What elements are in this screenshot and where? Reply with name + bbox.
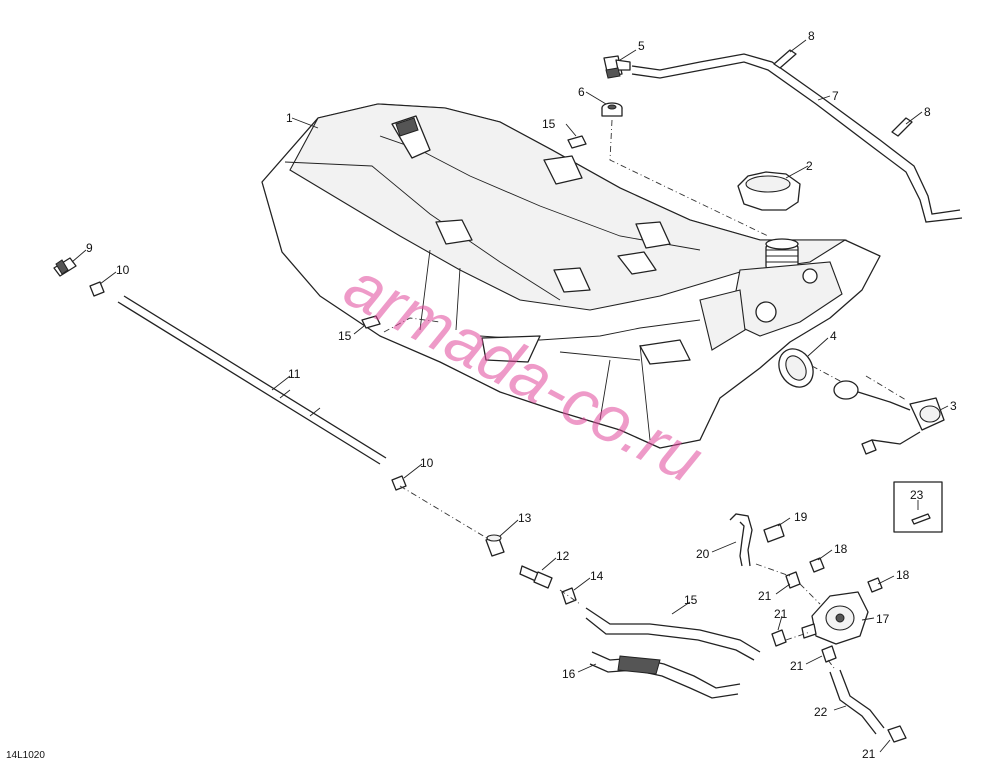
label-7: 7	[832, 89, 839, 103]
label-15b: 15	[338, 329, 352, 343]
label-21b: 21	[774, 607, 788, 621]
fuel-cap	[737, 171, 801, 211]
fuel-hose-15	[585, 607, 761, 661]
hose-22	[829, 669, 885, 735]
hose-clip-8b	[891, 117, 913, 137]
label-14: 14	[590, 569, 604, 583]
fitting-12	[519, 565, 553, 589]
label-8a: 8	[808, 29, 815, 43]
nut-18a	[809, 557, 825, 573]
clamp-10b	[391, 475, 407, 491]
clamp-21b	[771, 629, 787, 647]
lock-ring-4	[778, 348, 814, 388]
part-number-labels: 1 2 3 4 5 6 7 8 8 9 10 10 11 12 13 14 15…	[86, 29, 957, 761]
label-15c: 15	[684, 593, 698, 607]
label-1: 1	[286, 111, 293, 125]
drain-tube-11	[117, 295, 387, 465]
label-23: 23	[910, 488, 924, 502]
label-12: 12	[556, 549, 570, 563]
vent-fitting	[603, 55, 631, 79]
clamp-21d	[887, 725, 907, 743]
clamp-14	[561, 587, 577, 605]
label-21a: 21	[758, 589, 772, 603]
clip-15a	[567, 135, 587, 149]
label-3: 3	[950, 399, 957, 413]
cap-19	[763, 523, 785, 543]
clamp-10a	[89, 281, 105, 297]
label-19: 19	[794, 510, 808, 524]
label-20: 20	[696, 547, 710, 561]
label-22: 22	[814, 705, 828, 719]
fuel-pump-3	[833, 380, 945, 455]
label-6: 6	[578, 85, 585, 99]
label-4: 4	[830, 329, 837, 343]
label-10a: 10	[116, 263, 130, 277]
label-15a: 15	[542, 117, 556, 131]
label-10b: 10	[420, 456, 434, 470]
fuel-tank	[261, 103, 881, 449]
label-18a: 18	[834, 542, 848, 556]
valve-17	[801, 591, 869, 645]
clip-15b	[361, 315, 381, 329]
label-13: 13	[518, 511, 532, 525]
hose-20	[729, 513, 753, 567]
label-2: 2	[806, 159, 813, 173]
leader-lines	[71, 39, 949, 753]
grommet-13	[485, 534, 505, 557]
label-11: 11	[288, 367, 301, 381]
assembly-lines	[383, 119, 907, 669]
vent-hose	[631, 53, 963, 223]
label-17: 17	[876, 612, 890, 626]
vent-grommet	[601, 102, 623, 117]
clamp-21c	[821, 645, 837, 663]
label-21d: 21	[862, 747, 876, 761]
fitting-9	[53, 257, 77, 277]
label-16: 16	[562, 667, 576, 681]
label-9: 9	[86, 241, 93, 255]
fuel-hose-16	[589, 651, 741, 699]
nut-18b	[867, 577, 883, 593]
label-21c: 21	[790, 659, 804, 673]
label-18b: 18	[896, 568, 910, 582]
label-5: 5	[638, 39, 645, 53]
drawing-code: 14L1020	[6, 750, 45, 761]
label-8b: 8	[924, 105, 931, 119]
hose-clip-8a	[773, 49, 797, 69]
